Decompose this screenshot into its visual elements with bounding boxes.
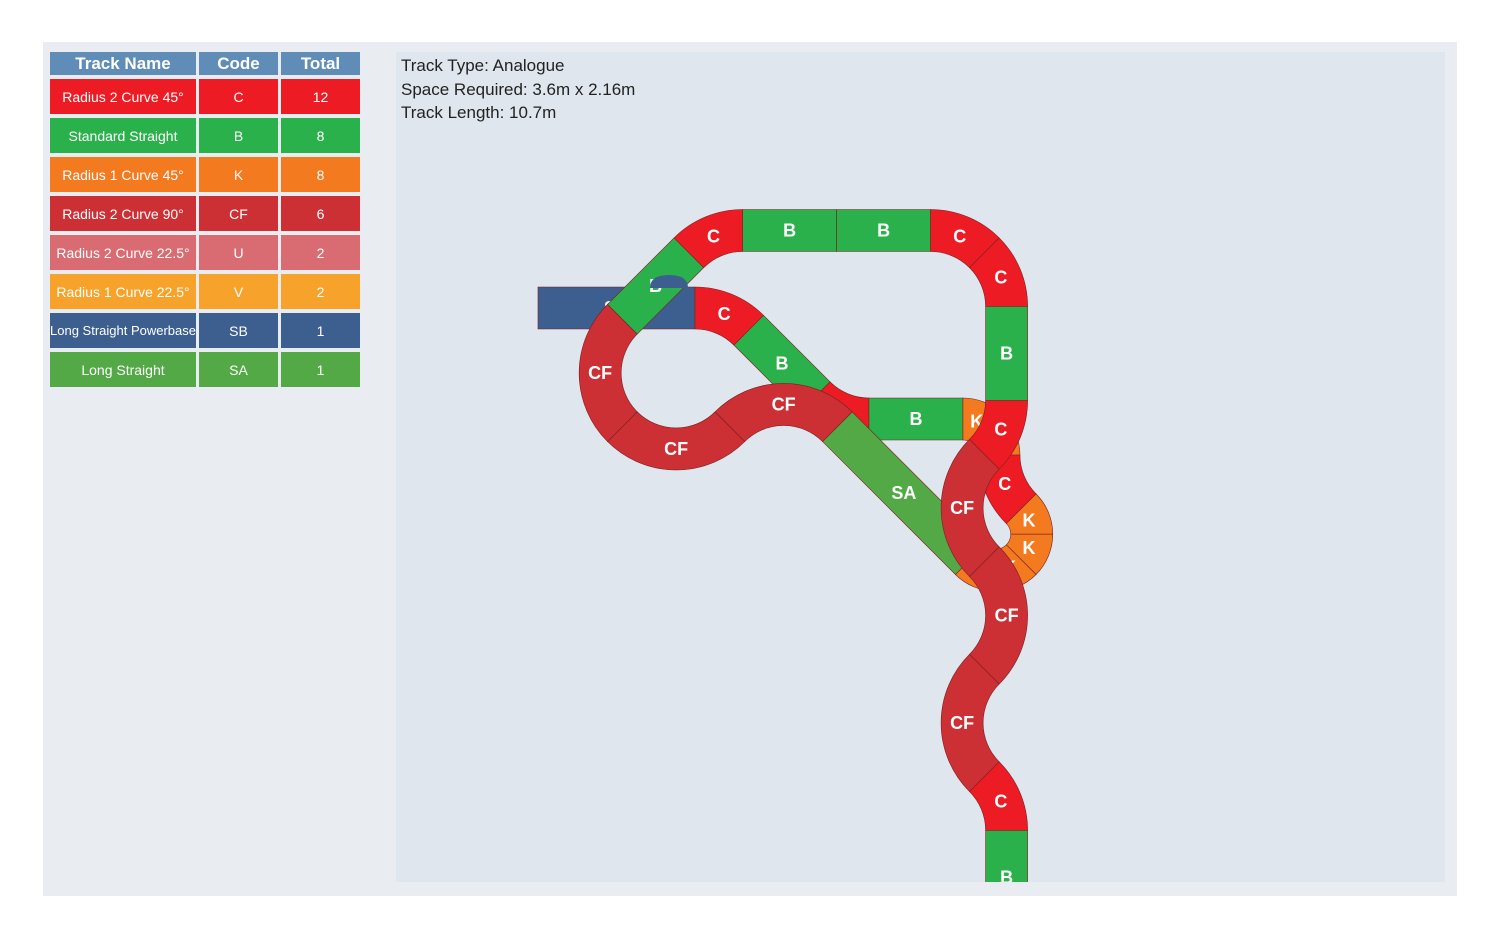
legend-track-name: Radius 2 Curve 90°	[50, 196, 196, 231]
legend-total: 2	[281, 274, 360, 309]
track-canvas: Track Type: Analogue Space Required: 3.6…	[396, 52, 1445, 882]
legend-track-name: Long Straight Powerbase	[50, 313, 196, 348]
powerbase-connector	[650, 275, 688, 288]
legend-code: SB	[199, 313, 278, 348]
legend-track-name: Radius 2 Curve 45°	[50, 79, 196, 114]
track-piece-b: B	[836, 209, 931, 252]
track-piece-c: C	[673, 209, 743, 269]
legend-code: K	[199, 157, 278, 192]
svg-text:C: C	[994, 791, 1007, 811]
svg-text:C: C	[994, 420, 1007, 440]
svg-text:SA: SA	[891, 483, 916, 503]
svg-text:B: B	[1000, 343, 1013, 363]
svg-text:B: B	[1000, 867, 1013, 882]
legend-track-name: Long Straight	[50, 352, 196, 387]
legend-code: B	[199, 118, 278, 153]
track-legend-table: Track Name Code Total Radius 2 Curve 45°…	[47, 48, 363, 391]
legend-total: 12	[281, 79, 360, 114]
svg-text:C: C	[718, 304, 731, 324]
legend-track-name: Radius 2 Curve 22.5°	[50, 235, 196, 270]
legend-code: CF	[199, 196, 278, 231]
svg-text:CF: CF	[772, 394, 796, 414]
track-piece-b: B	[868, 397, 964, 441]
space-required: Space Required: 3.6m x 2.16m	[401, 79, 636, 99]
track-piece-cf: CF	[714, 383, 853, 442]
svg-text:CF: CF	[950, 498, 974, 518]
svg-text:K: K	[1023, 538, 1036, 558]
legend-total: 8	[281, 118, 360, 153]
legend-track-name: Radius 1 Curve 45°	[50, 157, 196, 192]
track-piece-k: K	[1005, 533, 1054, 575]
legend-track-name: Radius 1 Curve 22.5°	[50, 274, 196, 309]
legend-code: SA	[199, 352, 278, 387]
legend-total: 8	[281, 157, 360, 192]
track-piece-c: C	[969, 237, 1028, 307]
track-piece-cf: CF	[940, 653, 1000, 792]
track-piece-c: C	[694, 286, 765, 346]
track-piece-b: B	[985, 306, 1028, 401]
svg-text:B: B	[783, 220, 796, 240]
svg-text:C: C	[998, 474, 1011, 494]
legend-code: U	[199, 235, 278, 270]
legend-total: 6	[281, 196, 360, 231]
track-piece-c: C	[969, 400, 1028, 470]
svg-text:CF: CF	[995, 605, 1019, 625]
legend-track-name: Standard Straight	[50, 118, 196, 153]
legend-total: 2	[281, 235, 360, 270]
track-piece-cf: CF	[607, 411, 746, 471]
legend-code: V	[199, 274, 278, 309]
header-code: Code	[199, 52, 278, 75]
svg-text:C: C	[953, 226, 966, 246]
legend-code: C	[199, 79, 278, 114]
header-total: Total	[281, 52, 360, 75]
svg-text:B: B	[877, 220, 890, 240]
legend-total: 1	[281, 352, 360, 387]
track-piece-cf: CF	[969, 546, 1028, 685]
legend-header-row: Track Name Code Total	[50, 52, 360, 75]
track-piece-cf: CF	[578, 303, 638, 442]
track-length: Track Length: 10.7m	[401, 103, 557, 122]
track-layout-diagram: SBCBCBKKCKKKKSACFCFCFBCBBCCBCCFCFCFCBBCC…	[537, 209, 1054, 882]
svg-text:CF: CF	[664, 439, 688, 459]
svg-text:CF: CF	[588, 363, 612, 383]
track-info: Track Type: Analogue Space Required: 3.6…	[401, 54, 635, 125]
legend-total: 1	[281, 313, 360, 348]
svg-text:B: B	[775, 353, 788, 373]
svg-text:K: K	[1023, 510, 1036, 530]
svg-text:C: C	[994, 267, 1007, 287]
svg-text:CF: CF	[950, 713, 974, 733]
svg-text:B: B	[909, 409, 922, 429]
track-piece-b: B	[985, 830, 1028, 882]
track-piece-cf: CF	[940, 438, 1000, 577]
svg-text:C: C	[707, 226, 720, 246]
track-piece-b: B	[742, 209, 837, 252]
track-type: Track Type: Analogue	[401, 56, 565, 75]
header-track-name: Track Name	[50, 52, 196, 75]
